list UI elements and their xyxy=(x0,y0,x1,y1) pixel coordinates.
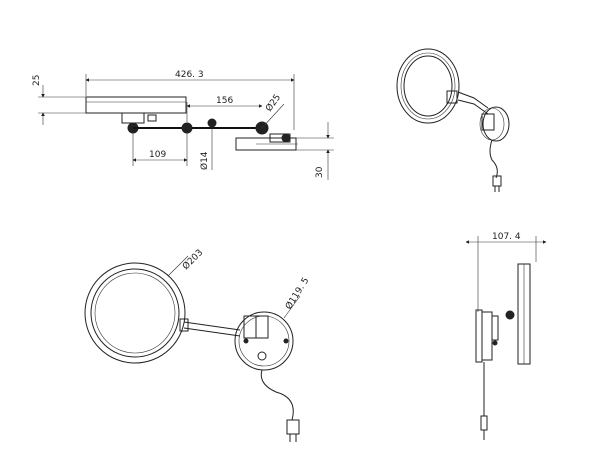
top-view: 426. 3 25 156 Ø25 xyxy=(32,70,334,180)
base-height-label: 30 xyxy=(315,166,325,178)
mirror-profile xyxy=(85,96,187,114)
inner-segment-label: 109 xyxy=(149,150,166,160)
arm-segment-dimension: 156 xyxy=(186,96,263,122)
perspective-view xyxy=(396,48,510,192)
joint-diameter-dimension: Ø14 xyxy=(199,127,213,170)
mirror-thickness-label: 25 xyxy=(32,75,42,86)
arm-front xyxy=(183,321,241,331)
arm-diameter-label: Ø25 xyxy=(263,92,283,114)
overall-length-label: 426. 3 xyxy=(175,70,204,80)
arm-perspective xyxy=(457,91,489,109)
mirror-thickness-dimension: 25 xyxy=(32,75,86,125)
overall-length-dimension: 426. 3 xyxy=(85,70,295,130)
base-diameter-label: Ø119. 5 xyxy=(283,275,311,311)
cable-front xyxy=(260,369,294,421)
mirror-front-outer xyxy=(84,262,186,364)
cable-perspective xyxy=(489,139,498,179)
joint-diameter-label: Ø14 xyxy=(199,151,210,170)
side-view: 107. 4 xyxy=(465,232,547,440)
depth-label: 107. 4 xyxy=(492,232,521,242)
mirror-bracket xyxy=(121,112,145,124)
wall-base-front xyxy=(234,311,294,371)
arm-joint-1 xyxy=(181,122,193,134)
base-perspective xyxy=(482,106,510,142)
arm-joint-2 xyxy=(207,118,217,128)
base-height-dimension: 30 xyxy=(296,122,334,180)
arm-segment-label: 156 xyxy=(216,96,233,106)
wall-plate-side xyxy=(475,309,483,363)
depth-dimension: 107. 4 xyxy=(465,232,547,312)
mirror-perspective-outer xyxy=(396,48,460,124)
front-view: Ø203 Ø119. 5 xyxy=(84,247,311,442)
inner-segment-dimension: 109 xyxy=(132,133,188,166)
